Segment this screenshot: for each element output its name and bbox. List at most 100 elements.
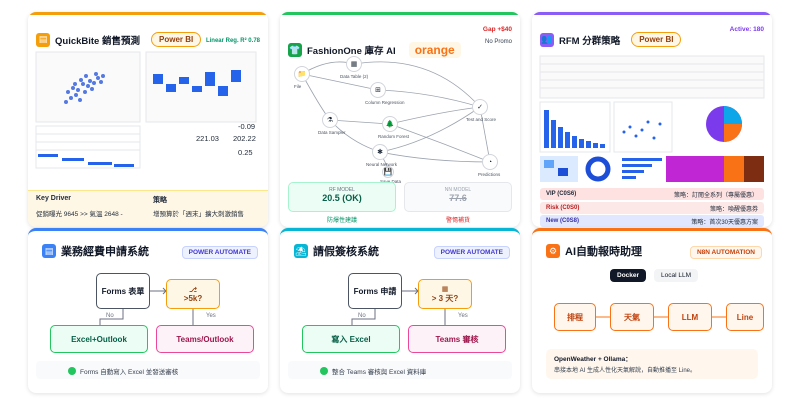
- file-node[interactable]: 📁: [294, 66, 310, 82]
- model-metric: Linear Reg. R² 0.78: [205, 38, 260, 44]
- teams-review-node[interactable]: Teams 審核: [408, 325, 506, 353]
- write-excel-label: 寫入 Excel: [331, 334, 371, 344]
- check-icon: [68, 367, 76, 375]
- write-excel-node[interactable]: 寫入 Excel: [302, 325, 400, 353]
- data-sampler-node[interactable]: ⚗: [322, 112, 338, 128]
- expense-header: ▤ 業務經費申請系統: [42, 243, 149, 259]
- data-table-node[interactable]: ▦: [346, 56, 362, 72]
- step-label: LLM: [681, 312, 699, 322]
- beach-umbrella-icon: ⛱: [294, 244, 308, 258]
- card-accent-bar: [280, 12, 520, 15]
- card-title: QuickBite 銷售預測: [55, 35, 140, 47]
- automation-tag: POWER AUTOMATE: [181, 246, 258, 259]
- segment-action: 策略：訂閱全系列（專屬優惠）: [673, 192, 758, 199]
- automation-tag: POWER AUTOMATE: [433, 246, 510, 259]
- pipeline-arrows: [596, 316, 726, 318]
- schedule-step[interactable]: 排程: [554, 303, 596, 331]
- footer-panel: [288, 361, 512, 379]
- rf-model-value: 20.5 (OK): [322, 193, 362, 203]
- automation-tag: N8N AUTOMATION: [689, 246, 762, 259]
- branch-icon: ⎇: [188, 286, 198, 294]
- card-title: AI自動報時助理: [565, 246, 642, 258]
- random-forest-node[interactable]: 🌲: [382, 116, 398, 132]
- promo-label: No Promo: [484, 39, 512, 45]
- card-title: 業務經費申請系統: [61, 246, 149, 258]
- insight-panel: Key Driver 促銷曝光 9645 >> 氣溫 2648 - 策略 增預算…: [28, 190, 268, 227]
- card-accent-bar: [28, 12, 268, 15]
- segment-row[interactable]: Risk (C0S0) 策略：喚醒優惠券: [540, 202, 764, 214]
- stat-value: 0.25: [238, 148, 253, 157]
- teams-review-label: Teams 審核: [435, 334, 479, 344]
- rf-model-label: RF MODEL: [329, 187, 355, 193]
- column-regression-node[interactable]: ⊞: [370, 82, 386, 98]
- expense-card[interactable]: ▤ 業務經費申請系統 POWER AUTOMATE Forms 表單 ⎇ >5k…: [28, 228, 268, 393]
- stack-badges: Docker Local LLM: [610, 269, 699, 282]
- node-label: Predictions: [478, 172, 501, 177]
- node-label: Data Table (2): [340, 74, 369, 79]
- tool-badge: orange: [408, 42, 461, 58]
- save-data-node[interactable]: 💾: [382, 166, 394, 178]
- ai-header: ⚙ AI自動報時助理: [546, 243, 642, 259]
- quickbite-card[interactable]: ▤ QuickBite 銷售預測 Power BI Linear Reg. R²…: [28, 12, 268, 227]
- node-label: Save Data: [380, 179, 402, 184]
- rfm-card[interactable]: 👥 RFM 分群策略 Power BI Active: 180: [532, 12, 772, 227]
- test-score-node[interactable]: ✓: [472, 99, 488, 115]
- rf-model-result: RF MODEL 20.5 (OK): [288, 182, 396, 212]
- predictions-node[interactable]: ◔: [482, 154, 498, 170]
- node-label: File: [294, 84, 302, 89]
- stats-row: 221.03 202.22: [196, 134, 256, 143]
- forms-node[interactable]: Forms 申請: [348, 273, 402, 309]
- network-icon: ⚙: [546, 244, 560, 258]
- fashionone-header: 👕 FashionOne 庫存 AI orange: [288, 42, 461, 58]
- quickbite-dashboard-graphic: [35, 51, 257, 169]
- database-icon: ▤: [36, 32, 50, 47]
- excel-outlook-node[interactable]: Excel+Outlook: [50, 325, 148, 353]
- teams-outlook-node[interactable]: Teams/Outlook: [156, 325, 254, 353]
- tool-badge: Power BI: [151, 32, 202, 47]
- card-title: 請假簽核系統: [313, 246, 379, 258]
- segment-row[interactable]: VIP (C0S6) 策略：訂閱全系列（專屬優惠）: [540, 188, 764, 200]
- key-driver-text: 促銷曝光 9645 >> 氣溫 2648 -: [36, 211, 123, 218]
- gap-indicator: Gap +$40 No Promo: [483, 26, 512, 45]
- card-accent-bar: [532, 12, 772, 15]
- leave-card[interactable]: ⛱ 請假簽核系統 POWER AUTOMATE Forms 申請 ▦ > 3 天…: [280, 228, 520, 393]
- nn-model-value: 77.6: [449, 193, 467, 203]
- rf-recommendation: 防爆性建議: [326, 218, 357, 224]
- segment-name: New (C0S8): [546, 218, 580, 224]
- step-label: 天氣: [624, 312, 640, 322]
- excel-outlook-label: Excel+Outlook: [71, 334, 127, 344]
- leave-header: ⛱ 請假簽核系統: [294, 243, 379, 259]
- teams-outlook-label: Teams/Outlook: [176, 334, 234, 344]
- strategy-text: 增預算於「週末」擴大刺激銷售: [153, 211, 244, 218]
- segment-name: VIP (C0S6): [546, 191, 577, 197]
- fashionone-card[interactable]: 👕 FashionOne 庫存 AI orange Gap +$40 No Pr…: [280, 12, 520, 227]
- forms-node[interactable]: Forms 表單: [96, 273, 150, 309]
- stat-value: 221.03: [196, 134, 219, 143]
- forms-label: Forms 申請: [353, 286, 397, 296]
- segment-row[interactable]: New (C0S8) 策略：首次30天優惠方案: [540, 215, 764, 227]
- llm-step[interactable]: LLM: [668, 303, 712, 331]
- condition-node[interactable]: ⎇ >5k?: [166, 279, 220, 309]
- footer-text: Forms 自動寫入 Excel 並發送審核: [80, 369, 179, 376]
- forms-label: Forms 表單: [101, 286, 145, 296]
- docker-badge: Docker: [610, 269, 647, 282]
- rfm-dashboard-graphic: [539, 55, 765, 182]
- expense-footer: Forms 自動寫入 Excel 並發送審核: [68, 366, 178, 376]
- leave-footer: 整合 Teams 審核與 Excel 資料庫: [320, 366, 426, 376]
- node-label: Random Forest: [378, 134, 410, 139]
- ai-assistant-card[interactable]: ⚙ AI自動報時助理 N8N AUTOMATION Docker Local L…: [532, 228, 772, 393]
- weather-step[interactable]: 天氣: [610, 303, 654, 331]
- segment-name: Risk (C0S0): [546, 205, 580, 211]
- calendar-icon: ▦: [441, 285, 449, 293]
- no-label: No: [358, 313, 366, 319]
- condition-label: >5k?: [183, 293, 203, 303]
- users-icon: 👥: [540, 32, 554, 47]
- footer-text: 整合 Teams 審核與 Excel 資料庫: [332, 369, 427, 376]
- line-step[interactable]: Line: [726, 303, 764, 331]
- nn-model-result: NN MODEL 77.6: [404, 182, 512, 212]
- stat-value: -0.09: [238, 122, 256, 131]
- condition-node[interactable]: ▦ > 3 天?: [418, 279, 472, 309]
- neural-network-node[interactable]: ✱: [372, 144, 388, 160]
- footer-title: OpenWeather + Ollama：: [554, 356, 632, 363]
